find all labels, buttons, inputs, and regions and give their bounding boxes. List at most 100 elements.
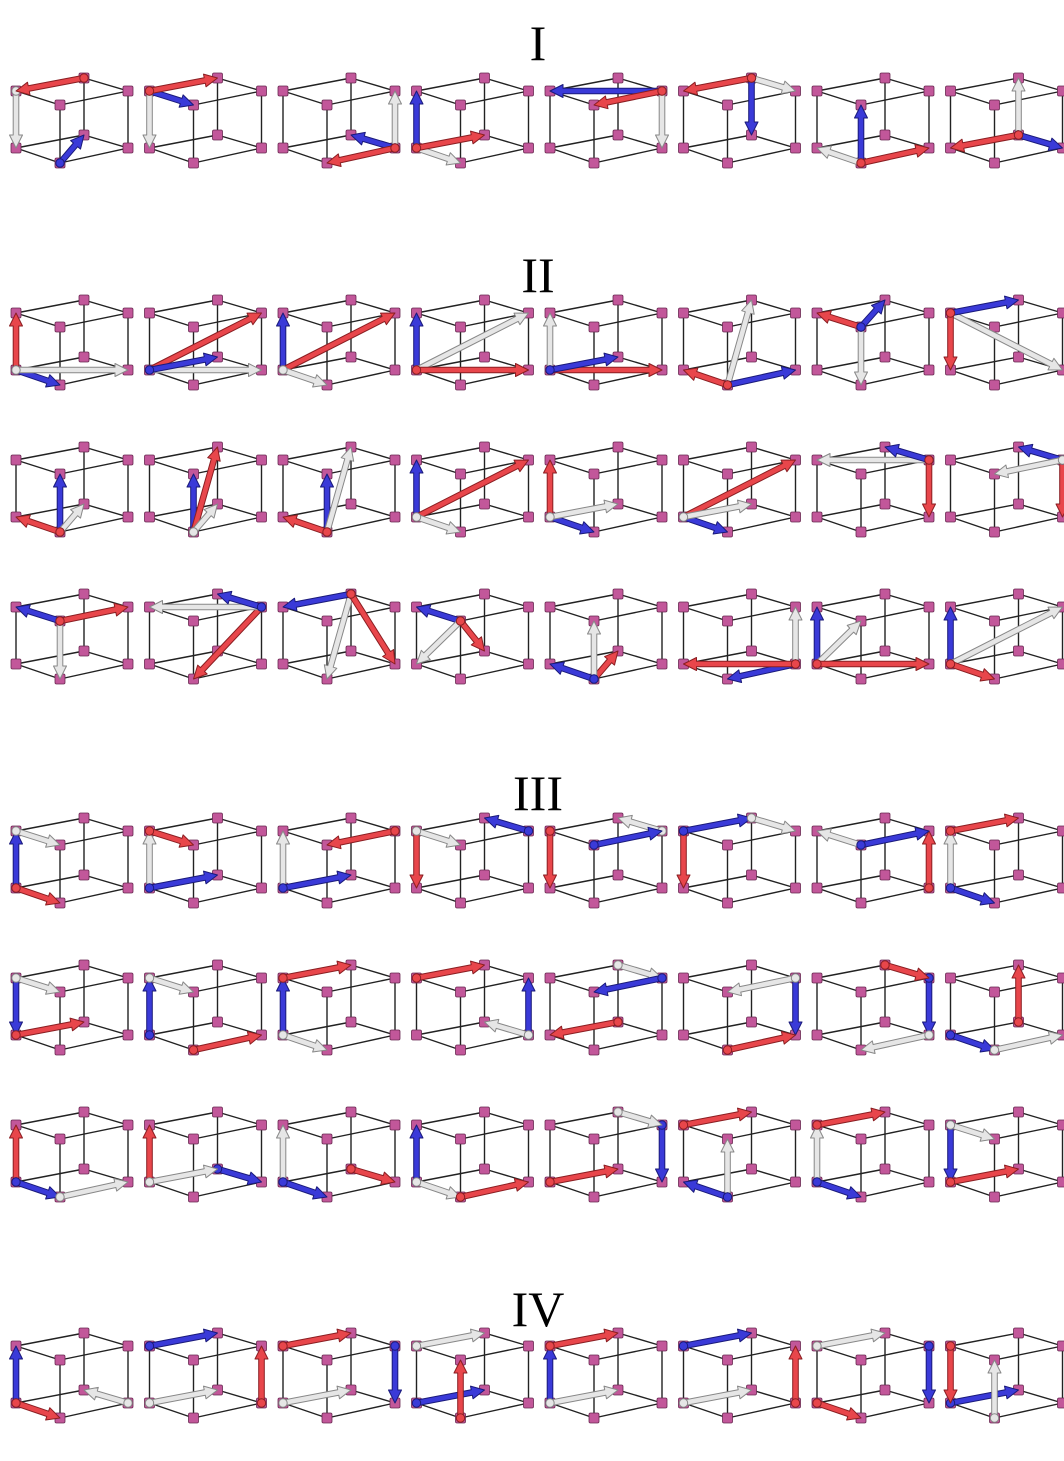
arrow-shaft [192, 1031, 262, 1054]
cube-edge [217, 1332, 262, 1347]
arrow-shaft [744, 77, 759, 136]
cube-edge [727, 1124, 796, 1140]
arrow-shaft [326, 827, 397, 850]
arrow-shaft [950, 131, 1020, 153]
vertex-marker [122, 825, 134, 837]
cube-edge [282, 1124, 328, 1140]
arrow-shaft [15, 74, 85, 96]
arrow-shaft [593, 974, 664, 997]
vertex-marker [277, 85, 289, 97]
cube-edge [994, 369, 1063, 386]
vertex-marker [790, 1176, 801, 1188]
arrow-tail [945, 1177, 956, 1187]
cube-s2-3 [276, 294, 401, 391]
vertex-marker [923, 364, 935, 376]
cube-edge [683, 887, 728, 904]
arrow-tail [678, 1341, 689, 1351]
vertex-marker [1013, 869, 1024, 881]
arrow-shaft [655, 90, 669, 149]
cube-edge [282, 1168, 352, 1183]
cube-edge [59, 459, 129, 475]
cube-edge [460, 90, 529, 106]
cube-s4-7 [811, 1327, 936, 1424]
white-arrow [746, 813, 796, 835]
arrow-tail [278, 1177, 288, 1187]
cube-edge [326, 1345, 396, 1361]
vertex-marker [389, 364, 401, 376]
cube-s4-3 [277, 1327, 402, 1424]
cube-edge [83, 77, 129, 92]
cube-edge [751, 593, 796, 608]
cube-edge [950, 1181, 995, 1198]
cube-edge [149, 1124, 194, 1140]
cube-edge [683, 830, 728, 846]
cube-edge [549, 606, 595, 622]
arrow-shaft [281, 1031, 328, 1053]
cube-edge [994, 516, 1063, 533]
vertex-marker [722, 839, 733, 851]
cube-edge [549, 134, 619, 149]
vertex-marker [1057, 882, 1064, 894]
arrow-shaft [750, 814, 796, 835]
cube-edge [950, 830, 995, 846]
arrow-tail [278, 973, 288, 983]
cube-edge [282, 977, 328, 993]
vertex-marker [78, 1163, 90, 1175]
cube-edge [549, 977, 595, 993]
arrow-shaft [14, 1399, 61, 1421]
cube-edge [217, 299, 262, 314]
cube-edge [326, 1402, 396, 1419]
white-arrow [727, 973, 801, 997]
red-arrow [593, 86, 667, 110]
arrow-shaft [883, 961, 930, 982]
arrow-tail [11, 1177, 21, 1187]
cube-edge [860, 887, 930, 904]
cube-edge [950, 874, 1019, 889]
vertex-marker [1057, 1176, 1064, 1188]
cube-edge [727, 516, 796, 533]
cube-edge [816, 964, 886, 979]
cube-edge [860, 1402, 930, 1419]
blue-arrow [212, 1164, 262, 1186]
red-arrow [411, 960, 485, 983]
vertex-marker [523, 658, 534, 670]
arrow-tail [278, 1398, 288, 1408]
cube-edge [617, 593, 663, 608]
vertex-marker [479, 441, 490, 453]
vertex-marker [256, 85, 267, 97]
vertex-marker [879, 129, 891, 141]
cube-edge [751, 503, 796, 518]
vertex-marker [188, 1354, 199, 1366]
vertex-marker [523, 1340, 534, 1352]
vertex-marker [188, 321, 199, 333]
cube-edge [816, 874, 886, 889]
vertex-marker [722, 1354, 733, 1366]
cube-edge [816, 1389, 886, 1404]
cube-edge [549, 459, 595, 475]
cube-edge [816, 606, 862, 622]
cube-edge [994, 1402, 1063, 1419]
cube-edge [994, 90, 1063, 106]
arrow-tail [722, 1045, 733, 1055]
arrow-shaft [549, 1164, 619, 1186]
vertex-marker [855, 526, 867, 538]
cube-s4-5 [543, 1327, 668, 1424]
white-arrow [545, 499, 619, 522]
arrow-tail [657, 86, 667, 96]
blue-arrow [812, 1177, 862, 1200]
cube-edge [83, 874, 129, 889]
arrow-tail [746, 73, 757, 83]
vertex-marker [122, 142, 134, 154]
cube-edge [683, 1168, 752, 1183]
arrow-shaft [682, 1328, 752, 1350]
arrow-shaft [148, 352, 218, 374]
vertex-marker [588, 1412, 600, 1424]
cube-edge [1018, 1111, 1063, 1126]
cube-edge [460, 1124, 529, 1140]
vertex-marker [122, 85, 134, 97]
vertex-marker [122, 1340, 134, 1352]
vertex-marker [523, 882, 534, 894]
arrow-tail [144, 86, 155, 96]
cube-edge [816, 1124, 862, 1140]
red-arrow [812, 1398, 862, 1421]
